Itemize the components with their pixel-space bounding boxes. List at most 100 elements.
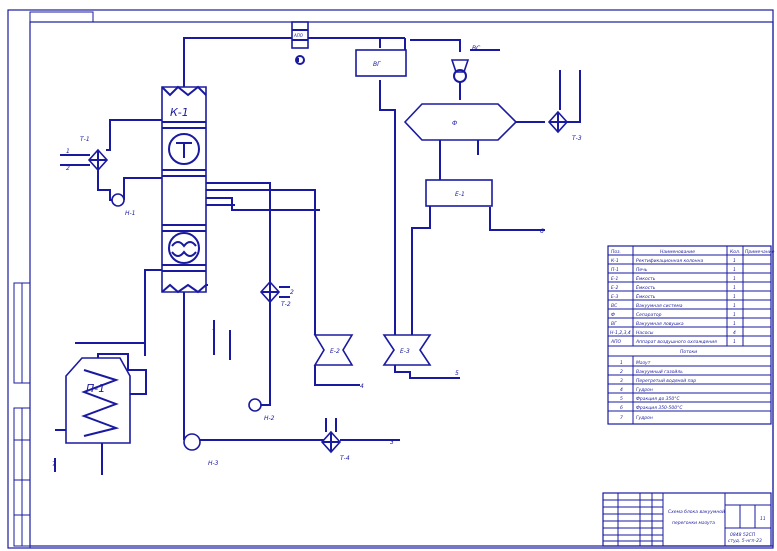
- eq-header-qty: Кол.: [730, 249, 740, 255]
- t1-label: Т-1: [80, 136, 90, 143]
- eq-row-name: Сепаратор: [636, 312, 662, 318]
- eq-row-pos: ВГ: [611, 321, 617, 327]
- stream-name: Перегретый водяной пар: [636, 378, 696, 384]
- pump-n3: Н-3: [183, 433, 219, 467]
- t3-label: Т-3: [572, 135, 582, 142]
- eq-row-name: Печь: [636, 267, 648, 273]
- stream-num: 3: [620, 378, 623, 384]
- group-label: студ. 5-нгп-23: [728, 538, 762, 544]
- stream-markers: 1 2 3 4 5 6 7: [52, 228, 544, 468]
- eq-row-pos: Ф: [611, 312, 615, 318]
- stream-num: 5: [620, 396, 623, 402]
- exchanger-t3: Т-3: [547, 110, 582, 142]
- stream-marker: 5: [455, 370, 459, 377]
- k1-label: К-1: [170, 106, 189, 119]
- eq-row-pos: ВС: [611, 303, 618, 309]
- piping: [60, 37, 581, 441]
- eq-row-name: Насосы: [636, 330, 654, 336]
- t4-label: Т-4: [340, 455, 350, 462]
- vessel-e1: Е-1: [425, 179, 493, 207]
- stream-marker: 3: [390, 439, 394, 446]
- eq-row-qty: 1: [733, 258, 736, 264]
- t2-label: Т-2: [281, 301, 291, 308]
- drawing-title-line1: Схема блока вакуумной: [668, 509, 725, 515]
- eq-row-name: Вакуумная система: [636, 303, 683, 309]
- drawing-code: 0848 52СП: [730, 532, 756, 538]
- n1-label: Н-1: [125, 210, 136, 217]
- sheet-number: 11: [760, 516, 766, 522]
- eq-row-qty: 1: [733, 267, 736, 273]
- vf-label: ВГ: [373, 61, 381, 68]
- e2-label: Е-2: [330, 348, 340, 355]
- column-k1: К-1: [161, 85, 207, 294]
- stream-marker: 2: [290, 289, 294, 296]
- eq-row-pos: Е-3: [611, 294, 618, 300]
- streams-header: Потоки: [680, 349, 697, 355]
- stream-marker: 4: [360, 383, 364, 390]
- eq-row-name: Ректификационная колонна: [636, 258, 703, 264]
- stream-name: Фракция до 350°С: [636, 396, 680, 402]
- eq-row-qty: 1: [733, 321, 736, 327]
- eq-row-name: Аппарат воздушного охлаждения: [635, 339, 717, 345]
- n3-label: Н-3: [208, 460, 219, 467]
- stream-num: 7: [620, 415, 623, 421]
- drawing-title-line2: перегонки мазута: [672, 521, 715, 526]
- vacuum-system-vs: ВС: [450, 45, 481, 100]
- stream-name: Гудрон: [636, 387, 653, 393]
- vessel-e3: Е-3: [382, 334, 432, 366]
- f-label: Ф: [452, 120, 457, 127]
- eq-row-name: Вакуумная ловушка: [636, 321, 684, 327]
- exchanger-t4: Т-4: [320, 418, 350, 462]
- eq-header-pos: Поз.: [611, 249, 621, 255]
- n2-label: Н-2: [264, 415, 275, 422]
- vacuum-trap-vf: ВГ: [355, 49, 407, 77]
- eq-row-name: Ёмкость: [636, 275, 656, 282]
- eq-row-qty: 1: [733, 303, 736, 309]
- eq-row-qty: 1: [733, 285, 736, 291]
- e1-label: Е-1: [455, 191, 465, 198]
- vessel-e2: Е-2: [313, 334, 354, 366]
- stream-num: 1: [620, 360, 623, 366]
- vs-label: ВС: [472, 45, 481, 52]
- stream-num: 4: [620, 387, 623, 393]
- eq-header-name: Наименование: [660, 249, 695, 255]
- eq-row-name: Ёмкость: [636, 284, 656, 291]
- p1-label: П-1: [86, 382, 105, 395]
- stream-name: Мазут: [636, 360, 651, 366]
- eq-row-pos: К-1: [611, 258, 619, 264]
- stream-num: 6: [620, 405, 623, 411]
- e3-label: Е-3: [400, 348, 410, 355]
- drawing-frame: [7, 9, 774, 549]
- stream-num: 2: [620, 369, 623, 375]
- eq-row-pos: Е-1: [611, 276, 618, 282]
- eq-row-qty: 1: [733, 276, 736, 282]
- stream-marker: 1: [212, 325, 216, 332]
- stream-name: Фракция 350-500°С: [636, 405, 683, 411]
- svg-text:1: 1: [66, 148, 70, 155]
- separator-f: Ф: [403, 103, 518, 141]
- eq-row-pos: П-1: [611, 267, 619, 273]
- furnace-p1: П-1: [54, 353, 147, 475]
- apo-label: АПО: [293, 33, 303, 38]
- pump-n2: Н-2: [248, 398, 275, 422]
- eq-row-name: Ёмкость: [636, 293, 656, 300]
- air-cooler-apo: АПО: [291, 21, 309, 65]
- eq-row-qty: 1: [733, 339, 736, 345]
- stream-marker: 6: [540, 228, 544, 235]
- eq-row-qty: 4: [733, 330, 736, 336]
- stream-name: Вакуумный газойль: [636, 369, 683, 375]
- eq-header-note: Примечание: [745, 249, 775, 255]
- eq-row-pos: Н-1,2,3,4: [610, 330, 631, 336]
- svg-text:2: 2: [66, 165, 70, 172]
- pump-n1: Н-1: [111, 193, 136, 217]
- stream-name: Гудрон: [636, 415, 653, 421]
- eq-row-qty: 1: [733, 312, 736, 318]
- equipment-table: Поз. Наименование Кол. Примечание К-1 Ре…: [607, 245, 775, 425]
- exchanger-t2: Т-2: [259, 280, 291, 308]
- eq-row-pos: АПО: [610, 339, 621, 345]
- eq-row-qty: 1: [733, 294, 736, 300]
- title-block: Схема блока вакуумной перегонки мазута 1…: [602, 492, 772, 547]
- exchanger-t1: Т-1 1 2: [66, 136, 109, 172]
- eq-row-pos: Е-2: [611, 285, 618, 291]
